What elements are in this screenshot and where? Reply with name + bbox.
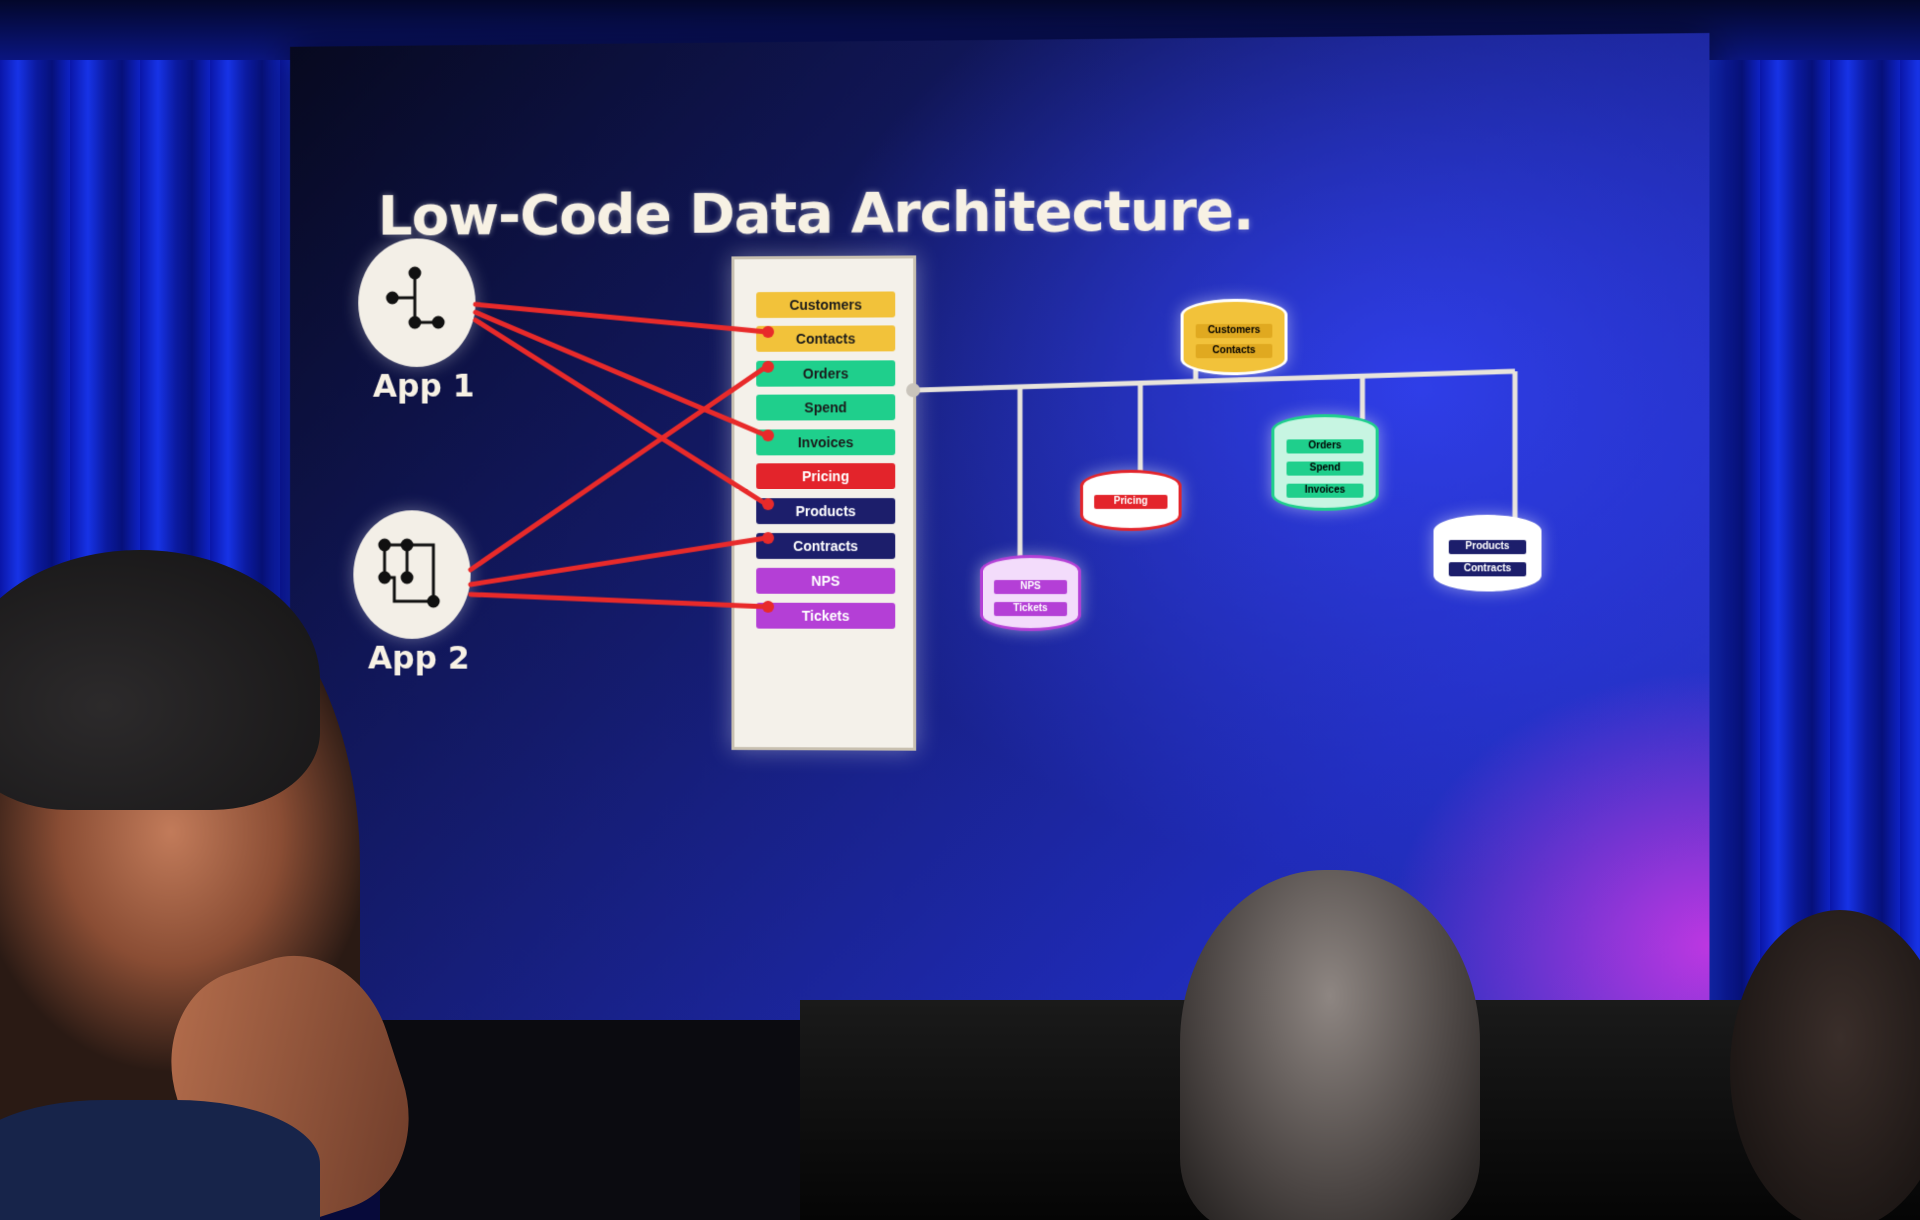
- app-2-icon: [353, 510, 471, 639]
- db-pricing: Pricing: [1080, 469, 1182, 531]
- db-band-tickets: Tickets: [994, 602, 1067, 617]
- audience-member-right: [1730, 910, 1920, 1220]
- branch-icon: [358, 238, 475, 367]
- db-band-spend: Spend: [1286, 461, 1364, 476]
- flow-icon: [353, 510, 470, 639]
- db-band-contracts: Contracts: [1448, 562, 1527, 577]
- db-band-customers: Customers: [1195, 323, 1273, 339]
- db-band-invoices: Invoices: [1286, 483, 1364, 498]
- app-1-icon: [358, 238, 476, 368]
- projection-screen: Low-Code Data Architecture. App 1: [290, 33, 1710, 1047]
- db-band-orders: Orders: [1286, 439, 1364, 454]
- db-band-contacts: Contacts: [1195, 343, 1273, 359]
- stage-equipment: [380, 1020, 800, 1220]
- audience-member-center: [1180, 870, 1480, 1220]
- db-products: Products Contracts: [1433, 514, 1542, 592]
- connection-lines: [290, 33, 1709, 1047]
- db-orders: Orders Spend Invoices: [1271, 414, 1379, 511]
- db-band-nps: NPS: [994, 580, 1067, 595]
- db-customers: Customers Contacts: [1180, 298, 1288, 376]
- db-band-products: Products: [1448, 540, 1527, 555]
- db-nps: NPS Tickets: [980, 554, 1082, 632]
- audience-member-left-hair: [0, 550, 320, 810]
- audience-member-left-shoulder: [0, 1100, 320, 1220]
- db-band-pricing: Pricing: [1094, 494, 1168, 509]
